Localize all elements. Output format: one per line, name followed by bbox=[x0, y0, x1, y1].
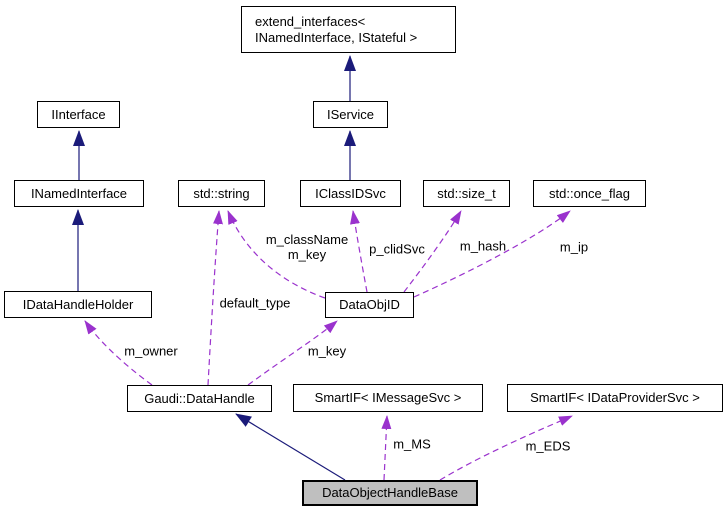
node-smartif-imessagesvc[interactable]: SmartIF< IMessageSvc > bbox=[293, 384, 483, 412]
node-std-size-t[interactable]: std::size_t bbox=[423, 180, 510, 207]
node-label: INamedInterface bbox=[30, 185, 128, 201]
edge-dataobjecthandlebase-extends bbox=[235, 413, 346, 481]
node-dataobjid[interactable]: DataObjID bbox=[325, 292, 414, 318]
node-inamedinterface[interactable]: INamedInterface bbox=[14, 180, 144, 207]
edge-m-classname-m-key bbox=[227, 210, 326, 299]
edge-m-ms bbox=[381, 415, 392, 481]
node-extend-interfaces[interactable]: extend_interfaces< INamedInterface, ISta… bbox=[241, 6, 456, 53]
node-label: DataObjID bbox=[339, 297, 400, 312]
node-label: std::size_t bbox=[437, 185, 496, 201]
edge-m-eds bbox=[439, 415, 573, 481]
edge-m-owner bbox=[84, 320, 153, 386]
edge-default-type bbox=[207, 210, 223, 386]
edge-m-key bbox=[247, 320, 338, 386]
node-dataobjecthandlebase: DataObjectHandleBase bbox=[302, 480, 478, 506]
node-label: extend_interfaces< INamedInterface, ISta… bbox=[255, 13, 418, 45]
node-label: std::string bbox=[193, 185, 250, 201]
node-label: IService bbox=[327, 106, 374, 122]
node-label: SmartIF< IDataProviderSvc > bbox=[530, 390, 700, 405]
node-label: IClassIDSvc bbox=[315, 185, 386, 201]
edge-m-hash bbox=[403, 210, 462, 293]
node-gaudi-datahandle[interactable]: Gaudi::DataHandle bbox=[127, 385, 272, 412]
node-smartif-idataprovidersvc[interactable]: SmartIF< IDataProviderSvc > bbox=[507, 384, 723, 412]
node-label: SmartIF< IMessageSvc > bbox=[314, 390, 462, 405]
node-label: Gaudi::DataHandle bbox=[144, 390, 255, 406]
node-std-string[interactable]: std::string bbox=[178, 180, 265, 207]
edge-m-ip bbox=[413, 210, 571, 298]
node-idatahandleholder[interactable]: IDataHandleHolder bbox=[4, 291, 152, 318]
edge-p-clidsvc bbox=[350, 210, 368, 293]
node-std-once-flag[interactable]: std::once_flag bbox=[533, 180, 646, 207]
node-label: DataObjectHandleBase bbox=[322, 485, 458, 500]
node-iinterface[interactable]: IInterface bbox=[37, 101, 120, 128]
node-label: IInterface bbox=[51, 106, 106, 122]
node-iservice[interactable]: IService bbox=[313, 101, 388, 128]
node-label: std::once_flag bbox=[549, 185, 630, 201]
node-iclassidsvc[interactable]: IClassIDSvc bbox=[300, 180, 401, 207]
node-label: IDataHandleHolder bbox=[22, 296, 134, 312]
edges-group bbox=[72, 55, 573, 481]
